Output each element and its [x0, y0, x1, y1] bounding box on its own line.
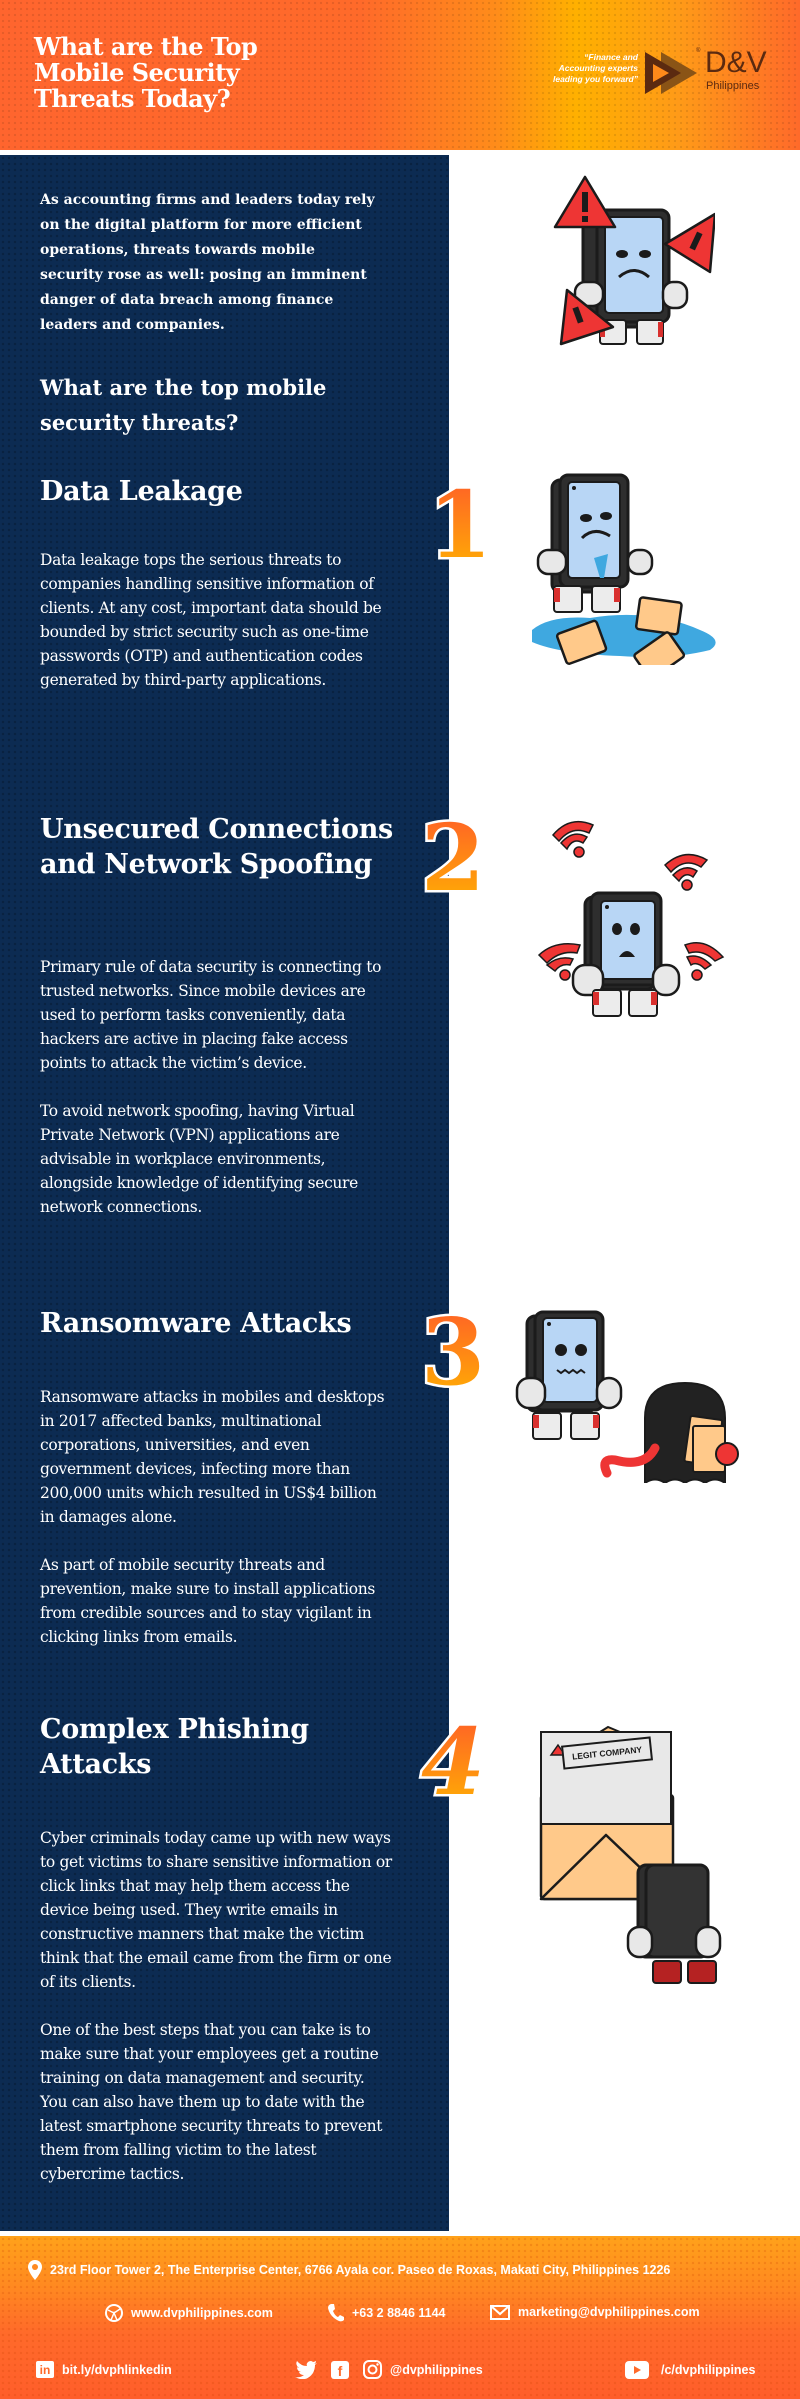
registered-mark: ® — [696, 48, 701, 54]
section-1-title: Data Leakage — [40, 476, 243, 507]
question-heading: What are the top mobile security threats… — [40, 375, 327, 435]
website-text: www.dvphilippines.com — [131, 2306, 273, 2320]
youtube-icon — [625, 2361, 649, 2379]
location-pin-icon — [28, 2260, 42, 2280]
section-2-title: Unsecured Connections and Network Spoofi… — [40, 814, 393, 880]
youtube-link[interactable]: /c/dvphilippines — [625, 2361, 755, 2379]
youtube-text: /c/dvphilippines — [661, 2363, 756, 2377]
content-panel — [0, 155, 449, 2231]
instagram-icon[interactable] — [363, 2360, 382, 2379]
phone-link[interactable]: +63 2 8846 1144 — [328, 2304, 446, 2322]
number-2-glyph: 2 — [418, 808, 487, 903]
svg-text:1: 1 — [428, 475, 492, 570]
number-3-glyph: 3 — [418, 1302, 487, 1397]
phone-icon — [328, 2304, 344, 2322]
website-link[interactable]: www.dvphilippines.com — [105, 2304, 273, 2322]
linkedin-icon: in — [36, 2361, 54, 2378]
section-3-number: 3 — [413, 1302, 493, 1397]
header-banner: What are the Top Mobile Security Threats… — [0, 0, 800, 150]
globe-icon — [105, 2304, 123, 2322]
section-2-number: 2 — [413, 808, 493, 903]
section-4-paragraph-1: Cyber criminals today came up with new w… — [40, 1829, 392, 1991]
address-text: 23rd Floor Tower 2, The Enterprise Cente… — [50, 2263, 671, 2277]
svg-text:4: 4 — [421, 1712, 485, 1807]
panel-dot-pattern — [0, 155, 449, 2231]
phone-surrounded-by-wifi-icon — [537, 820, 725, 1017]
section-2-paragraph-1: Primary rule of data security is connect… — [40, 958, 382, 1072]
section-3-paragraph-1: Ransomware attacks in mobiles and deskto… — [40, 1388, 385, 1526]
svg-text:2: 2 — [421, 808, 485, 903]
address-row: 23rd Floor Tower 2, The Enterprise Cente… — [28, 2260, 670, 2280]
footer-dot-pattern — [0, 2236, 800, 2399]
phishing-email-envelope-icon: LEGIT COMPANY — [538, 1715, 728, 1985]
section-1-paragraph-1: Data leakage tops the serious threats to… — [40, 551, 382, 689]
page-title: What are the Top Mobile Security Threats… — [34, 32, 258, 113]
phone-text: +63 2 8846 1144 — [352, 2306, 446, 2320]
company-tagline: “Finance and Accounting experts leading … — [552, 52, 638, 84]
section-3-paragraph-2: As part of mobile security threats and p… — [40, 1556, 375, 1646]
sad-phone-warning-icon — [553, 175, 715, 346]
footer: 23rd Floor Tower 2, The Enterprise Cente… — [0, 2236, 800, 2399]
email-text: marketing@dvphilippines.com — [518, 2305, 700, 2319]
email-link[interactable]: marketing@dvphilippines.com — [490, 2304, 700, 2320]
linkedin-text: bit.ly/dvphlinkedin — [62, 2362, 172, 2377]
sad-phone-leaking-files-icon — [532, 473, 716, 665]
twitter-icon[interactable] — [295, 2360, 317, 2379]
section-2-paragraph-2: To avoid network spoofing, having Virtua… — [40, 1102, 358, 1216]
envelope-icon — [490, 2305, 510, 2320]
phone-and-hacker-ghost-icon — [515, 1310, 739, 1483]
section-4-number: 4 — [413, 1712, 493, 1807]
logo-subtitle: Philippines — [706, 80, 760, 92]
section-4-title: Complex Phishing Attacks — [40, 1714, 309, 1780]
logo-name: D&V — [705, 46, 767, 79]
section-4-paragraph-2: One of the best steps that you can take … — [40, 2021, 383, 2183]
social-links: f @dvphilippines — [295, 2360, 483, 2379]
facebook-icon[interactable]: f — [331, 2360, 349, 2379]
section-1-body: Data leakage tops the serious threats to… — [40, 548, 395, 692]
dv-logo-arrows-icon — [645, 52, 697, 94]
section-4-body: Cyber criminals today came up with new w… — [40, 1826, 395, 2186]
number-4-glyph: 4 — [418, 1712, 487, 1807]
number-1-glyph: 1 — [425, 475, 494, 570]
section-3-body: Ransomware attacks in mobiles and deskto… — [40, 1385, 395, 1649]
linkedin-link[interactable]: in bit.ly/dvphlinkedin — [36, 2361, 172, 2378]
section-2-body: Primary rule of data security is connect… — [40, 955, 395, 1219]
social-handle-text[interactable]: @dvphilippines — [390, 2362, 483, 2377]
section-1-number: 1 — [420, 475, 500, 570]
intro-text: As accounting firms and leaders today re… — [40, 192, 375, 333]
svg-text:3: 3 — [421, 1302, 485, 1397]
section-3-title: Ransomware Attacks — [40, 1308, 352, 1339]
